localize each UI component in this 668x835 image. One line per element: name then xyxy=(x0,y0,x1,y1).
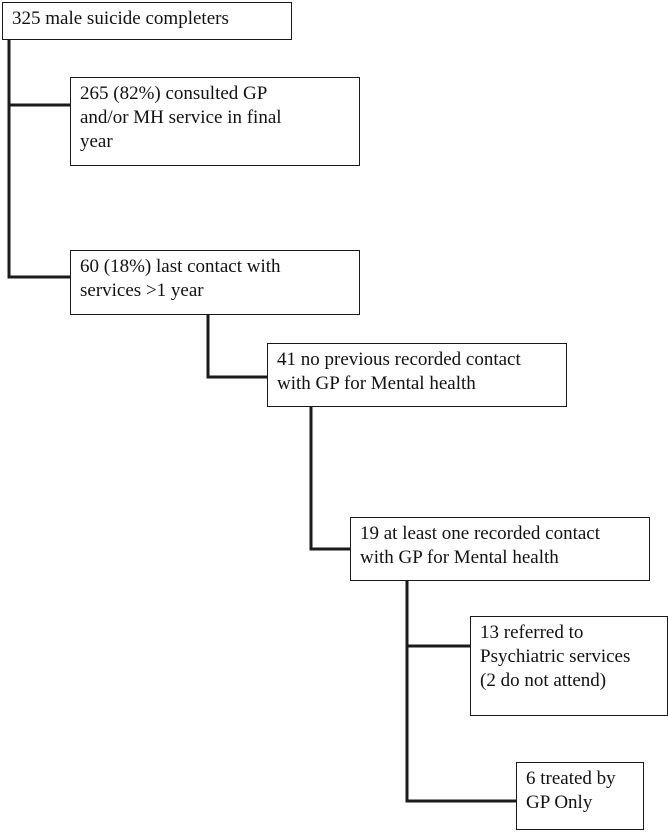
box-last-contact-over-1-year: 60 (18%) last contact with services >1 y… xyxy=(70,250,360,315)
box-treated-by-gp-only: 6 treated by GP Only xyxy=(516,762,644,830)
box-root-suicide-completers: 325 male suicide completers xyxy=(2,2,292,40)
box-no-previous-contact: 41 no previous recorded contact with GP … xyxy=(267,343,567,407)
box-at-least-one-contact: 19 at least one recorded contact with GP… xyxy=(350,517,650,581)
connector-last-contact-to-no-previous xyxy=(206,313,269,379)
connector-no-previous-to-at-least-one xyxy=(309,405,352,551)
box-referred-psychiatric: 13 referred to Psychiatric services (2 d… xyxy=(470,616,668,716)
box-consulted-gp-mh: 265 (82%) consulted GP and/or MH service… xyxy=(70,77,360,166)
